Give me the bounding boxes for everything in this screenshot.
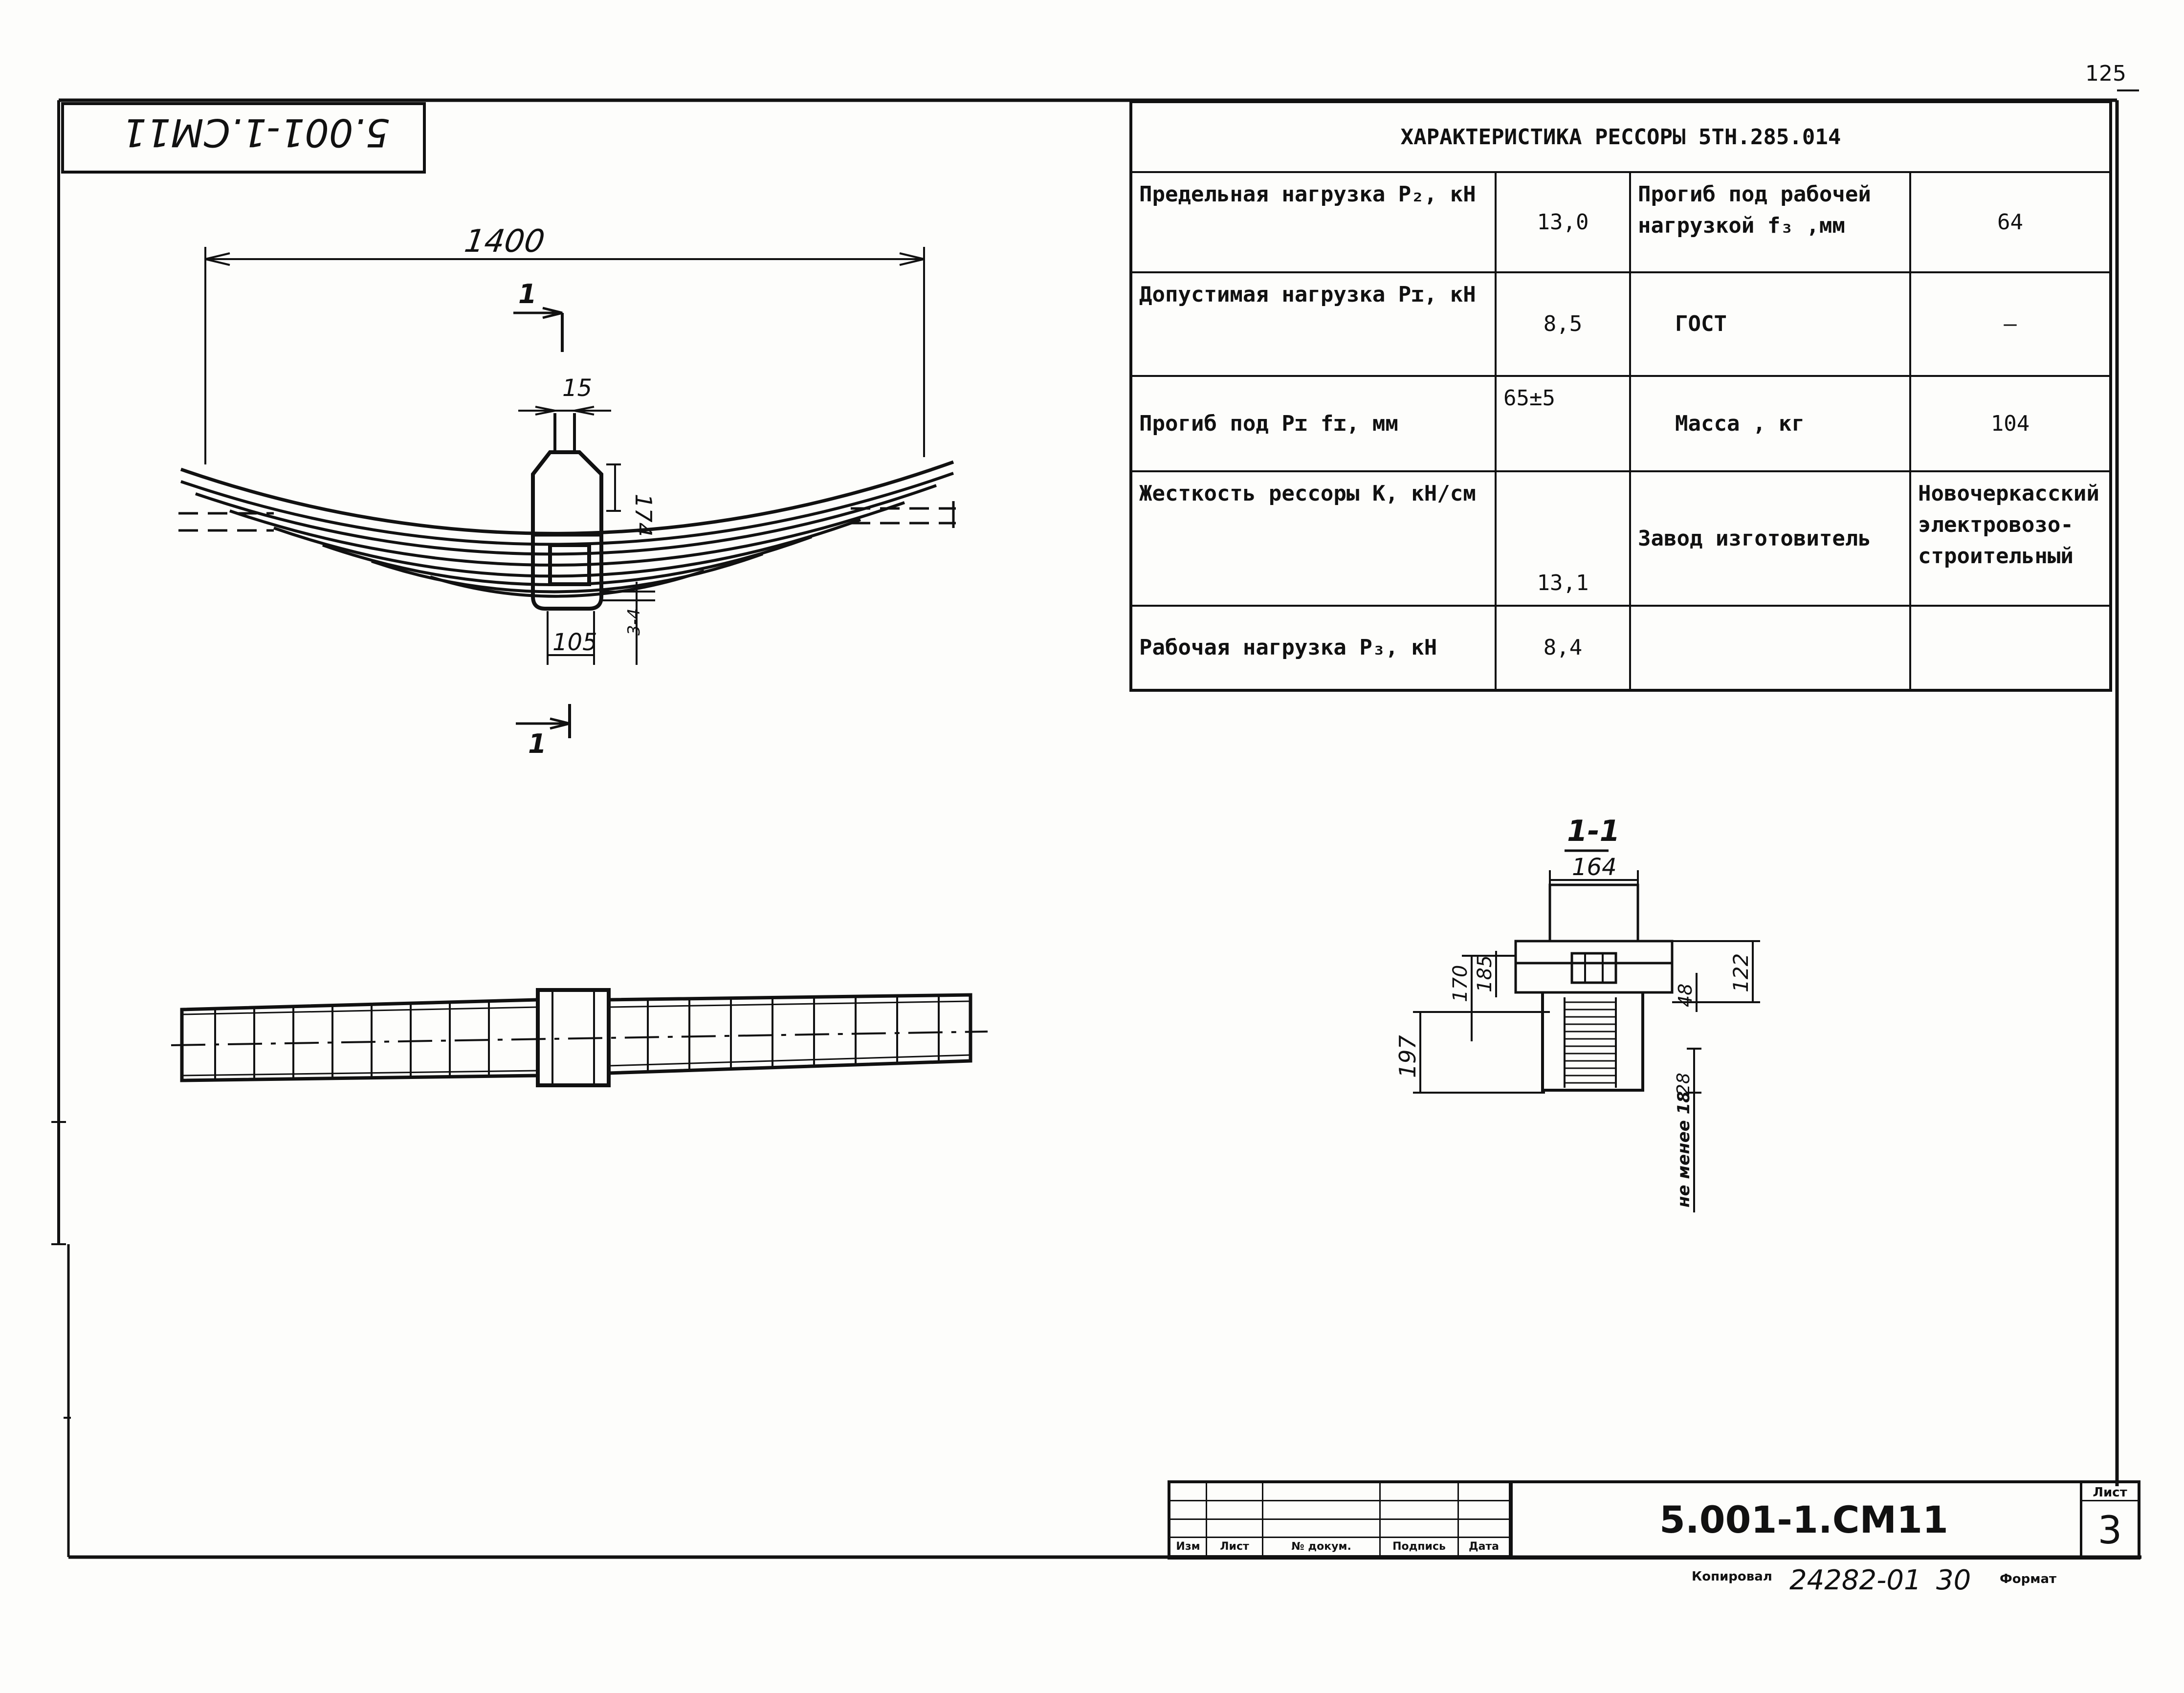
header-date: Дата (1459, 1538, 1510, 1557)
dim-clamp-width: 105 (552, 629, 597, 656)
spec-value-stiffness: 13,1 (1497, 472, 1631, 607)
dim-170: 170 (1449, 965, 1472, 1002)
spec-value-gost: — (1911, 273, 2109, 377)
dim-185: 185 (1474, 955, 1496, 992)
dim-height: 174 (630, 494, 657, 537)
sheet-box: Лист 3 (2080, 1483, 2138, 1557)
dim-min-note: не менее 18 (1674, 1091, 1694, 1208)
dim-122: 122 (1729, 953, 1753, 992)
order-extra: 30 (1936, 1564, 1971, 1596)
spec-value-working-load: 8,4 (1497, 607, 1631, 689)
spring-clamp (531, 450, 603, 611)
spec-label-allowable-load: Допустимая нагрузка Pɪ, кН (1132, 273, 1497, 377)
header-list: Лист (1207, 1538, 1263, 1557)
section-view (1413, 849, 1760, 1212)
section-title: 1-1 (1567, 814, 1620, 848)
dim-48: 48 (1675, 984, 1696, 1007)
title-block: Изм Лист № докум. Подпись Дата 5.001-1.C… (1168, 1480, 2140, 1560)
clamp-window (548, 543, 591, 586)
sheet-number: 3 (2097, 1509, 2122, 1553)
spec-label-stiffness: Жесткость рессоры К, кН/см (1132, 472, 1497, 607)
section-mark-top: 1 (518, 279, 537, 309)
dim-197: 197 (1394, 1035, 1421, 1078)
dim-top-width: 15 (562, 374, 592, 402)
corner-code-box (61, 102, 426, 174)
spec-value-limit-load: 13,0 (1497, 173, 1631, 273)
header-izm: Изм (1170, 1538, 1207, 1557)
title-block-revisions: Изм Лист № докум. Подпись Дата (1170, 1483, 1513, 1557)
spec-value-deflection-working: 64 (1911, 173, 2109, 273)
page-number-corner: 125 (2085, 61, 2126, 86)
spec-value-manufacturer: Новочеркасский электровозо-строительный (1911, 472, 2109, 607)
spec-value-allowable-load: 8,5 (1497, 273, 1631, 377)
spec-label-mass: Масса , кг (1631, 377, 1911, 472)
spring-plan-view (171, 988, 988, 1087)
section-mark-bottom: 1 (528, 728, 547, 759)
spec-label-deflection-p1: Прогиб под Pɪ fɪ, мм (1132, 377, 1497, 472)
plan-clamp (536, 988, 611, 1087)
dim-gap: 3-4 (624, 608, 644, 636)
spec-label-gost: ГОСТ (1631, 273, 1911, 377)
spec-empty-1 (1631, 607, 1911, 689)
spec-label-deflection-working: Прогиб под рабочей нагрузкой f₃ ,мм (1631, 173, 1911, 273)
spec-table: ХАРАКТЕРИСТИКА РЕССОРЫ 5ТН.285.014 Преде… (1129, 100, 2112, 692)
document-code: 5.001-1.CM11 (1659, 1498, 1948, 1541)
dim-section-width: 164 (1572, 854, 1617, 881)
dim-28: 28 (1674, 1073, 1694, 1095)
header-signature: Подпись (1381, 1538, 1459, 1557)
spec-label-limit-load: Предельная нагрузка P₂, кН (1132, 173, 1497, 273)
sheet-label: Лист (2082, 1485, 2138, 1501)
format-label: Формат (2000, 1572, 2057, 1586)
spec-empty-2 (1911, 607, 2109, 689)
spec-table-title: ХАРАКТЕРИСТИКА РЕССОРЫ 5ТН.285.014 (1132, 103, 2109, 173)
spec-value-mass: 104 (1911, 377, 2109, 472)
header-doc-number: № докум. (1263, 1538, 1381, 1557)
spec-label-working-load: Рабочая нагрузка P₃, кН (1132, 607, 1497, 689)
corner-code-mirrored: 5.001-1.CM11 (122, 110, 390, 154)
dim-length: 1400 (462, 223, 547, 260)
spec-value-deflection-p1: 65±5 (1497, 377, 1631, 472)
spec-label-manufacturer: Завод изготовитель (1631, 472, 1911, 607)
order-number: 24282-01 (1789, 1564, 1921, 1596)
copy-label: Копировал (1692, 1569, 1772, 1584)
spring-front-view (178, 247, 956, 738)
